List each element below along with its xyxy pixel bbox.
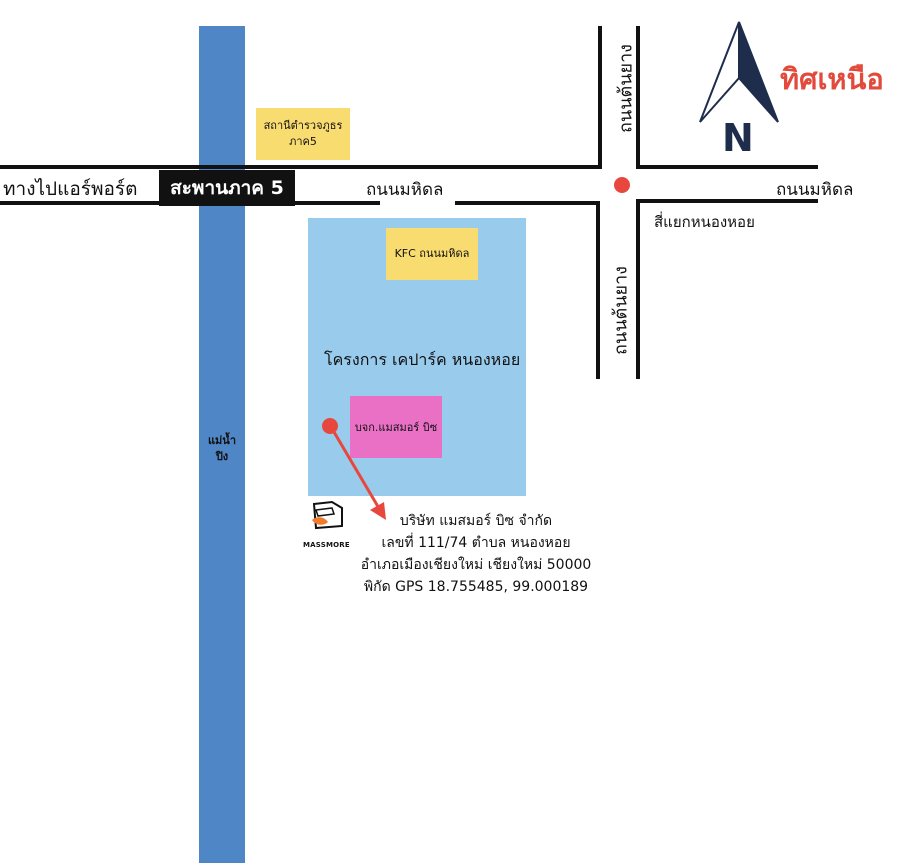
mahidol-road-west-label: ถนนมหิดล: [366, 180, 444, 200]
police-station-note: สถานีตำรวจภูธร ภาค5: [256, 108, 350, 160]
mahidol-road-east-bottom-edge: [638, 199, 818, 203]
office-block: บจก.แมสมอร์ บิซ: [350, 396, 442, 458]
pointer-arrow-line: [332, 431, 382, 511]
massmore-logo-text: MASSMORE: [303, 541, 350, 549]
ton-yang-road-north-left-edge: [598, 26, 602, 169]
north-letter: N: [722, 116, 754, 160]
pointer-arrow-head-icon: [370, 502, 386, 520]
massmore-logo-icon: [312, 500, 343, 530]
mahidol-road-east-label: ถนนมหิดล: [776, 180, 854, 200]
airport-road-label: ทางไปแอร์พอร์ต: [3, 178, 138, 200]
north-arrow-icon: [699, 21, 779, 123]
kfc-note: KFC ถนนมหิดล: [386, 228, 478, 280]
ton-yang-road-south-left-edge: [596, 201, 600, 379]
location-pointer: [322, 418, 386, 520]
police-station-line-1: สถานีตำรวจภูธร: [263, 119, 343, 132]
address-district: อำเภอเมืองเชียงใหม่ เชียงใหม่ 50000: [360, 557, 592, 573]
bridge-label: สะพานภาค 5: [159, 170, 295, 206]
company-address: บริษัท แมสมอร์ บิซ จำกัด เลขที่ 111/74 ต…: [346, 510, 606, 598]
river-label-line-1: แม่น้ำ: [207, 434, 237, 447]
address-gps: พิกัด GPS 18.755485, 99.000189: [363, 579, 589, 595]
ton-yang-road-north-right-edge: [636, 26, 640, 169]
project-label: โครงการ เคปาร์ค หนองหอย: [324, 350, 521, 369]
intersection-marker: [614, 177, 630, 193]
address-company-name: บริษัท แมสมอร์ บิซ จำกัด: [399, 513, 553, 529]
mahidol-road-west-bottom-edge-2: [455, 201, 600, 205]
location-pin-icon: [322, 418, 338, 434]
ton-yang-road-south-right-edge: [636, 199, 640, 379]
mahidol-road-east-top-edge: [638, 165, 818, 169]
intersection-label: สี่แยกหนองหอย: [654, 213, 755, 231]
address-street: เลขที่ 111/74 ตำบล หนองหอย: [381, 535, 571, 551]
river-label-line-2: ปิง: [215, 450, 229, 463]
river-label: แม่น้ำ ปิง: [199, 433, 245, 465]
mahidol-road-west-top-edge: [0, 165, 600, 169]
ton-yang-road-north-label: ถนนต้นยาง: [615, 44, 637, 133]
north-label: ทิศเหนือ: [780, 62, 884, 96]
police-station-line-2: ภาค5: [289, 135, 317, 148]
ton-yang-road-south-label: ถนนต้นยาง: [610, 266, 632, 355]
